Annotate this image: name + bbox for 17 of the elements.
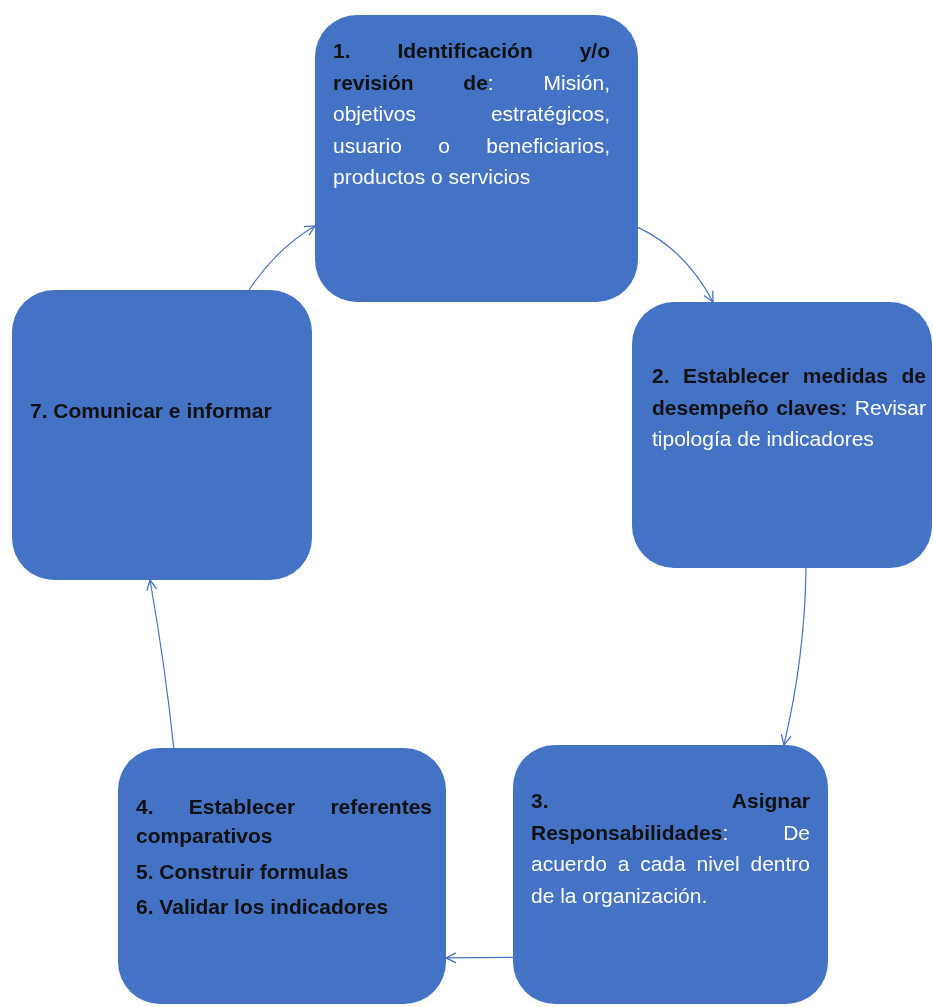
process-box <box>513 745 828 1004</box>
arrow <box>780 567 807 746</box>
step-text: 4. Establecer referentes comparativos <box>136 794 432 850</box>
arrow <box>146 579 175 749</box>
process-box <box>118 748 446 1004</box>
step-text: 6. Validar los indicadores <box>136 894 390 921</box>
process-box <box>632 302 932 568</box>
arrow <box>445 952 514 964</box>
step-text: 7. Comunicar e informar <box>30 398 273 424</box>
step-text: 3. Asignar Responsabilidades: De acuerdo a cada nivel dentro de la organización. <box>531 788 810 909</box>
step-text: 2. Establecer medidas de desempeño claves: Revisar tipología de indicadores <box>652 363 926 452</box>
process-box <box>315 15 638 302</box>
arrow <box>248 225 316 291</box>
process-box <box>12 290 312 580</box>
step-text: 5. Construir formulas <box>136 858 350 885</box>
step-text: 1. Identificación y/o revisión de: Misión, objetivos estratégicos, usuario o beneficiarios, productos o servicios <box>333 38 610 190</box>
arrow <box>637 226 714 303</box>
